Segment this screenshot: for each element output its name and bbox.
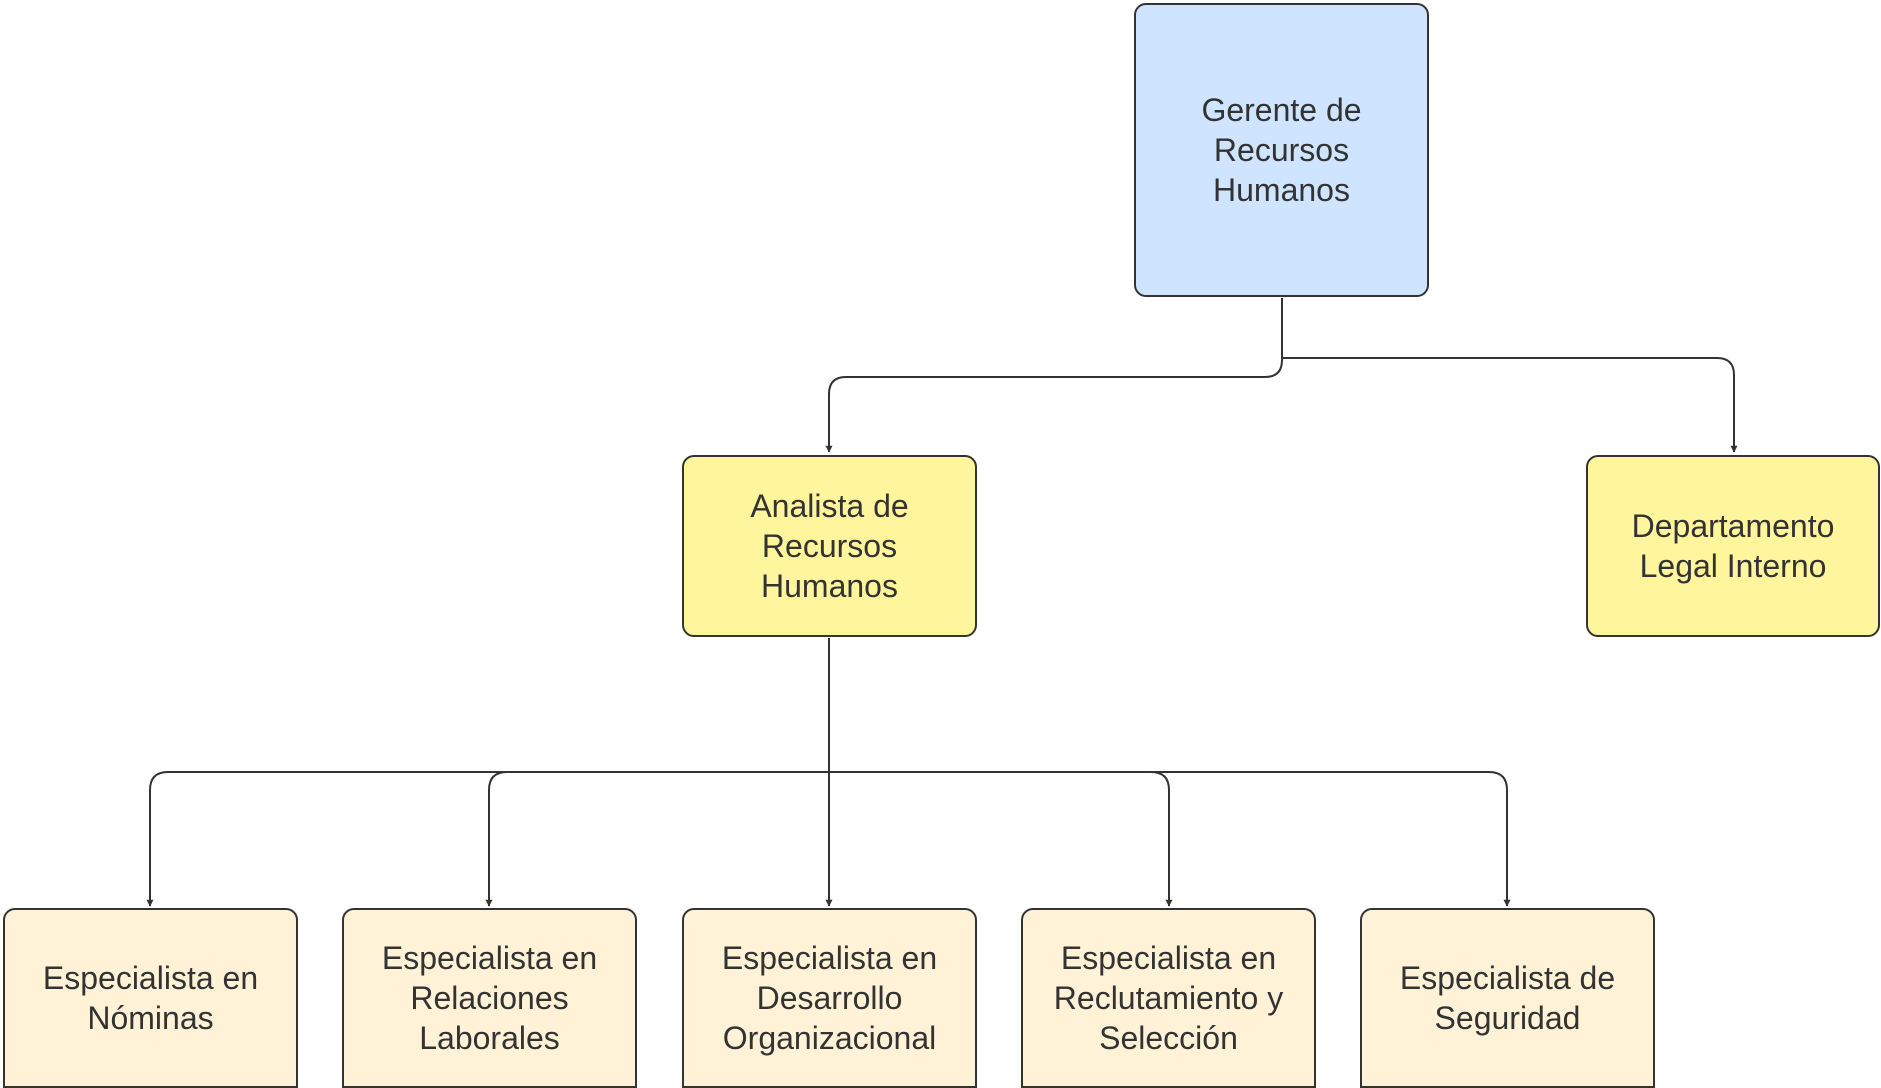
connector-analista-nominas (146, 771, 829, 907)
node-label: Departamento Legal Interno (1631, 508, 1835, 584)
node-analista-recursos-humanos: Analista de Recursos Humanos (682, 455, 977, 637)
node-label: Especialista en Relaciones Laborales (381, 940, 598, 1056)
connector-gerente-analista (825, 298, 1283, 453)
connector-analista-seguridad (829, 771, 1511, 907)
node-label: Especialista en Reclutamiento y Selecció… (1053, 940, 1284, 1056)
node-gerente-recursos-humanos: Gerente de Recursos Humanos (1134, 3, 1429, 297)
node-especialista-nominas: Especialista en Nóminas (3, 908, 298, 1088)
node-especialista-relaciones-laborales: Especialista en Relaciones Laborales (342, 908, 637, 1088)
node-especialista-reclutamiento-seleccion: Especialista en Reclutamiento y Selecció… (1021, 908, 1316, 1088)
node-departamento-legal-interno: Departamento Legal Interno (1586, 455, 1880, 637)
node-label: Analista de Recursos Humanos (750, 488, 909, 604)
node-label: Especialista de Seguridad (1399, 960, 1616, 1036)
node-especialista-desarrollo-organizacional: Especialista en Desarrollo Organizaciona… (682, 908, 977, 1088)
connector-analista-relaciones (485, 771, 829, 907)
node-label: Especialista en Desarrollo Organizaciona… (721, 940, 938, 1056)
node-especialista-seguridad: Especialista de Seguridad (1360, 908, 1655, 1088)
connector-gerente-legal (1281, 298, 1738, 453)
node-label: Gerente de Recursos Humanos (1201, 92, 1362, 208)
connector-analista-reclutamiento (829, 771, 1173, 907)
node-label: Especialista en Nóminas (42, 960, 259, 1036)
